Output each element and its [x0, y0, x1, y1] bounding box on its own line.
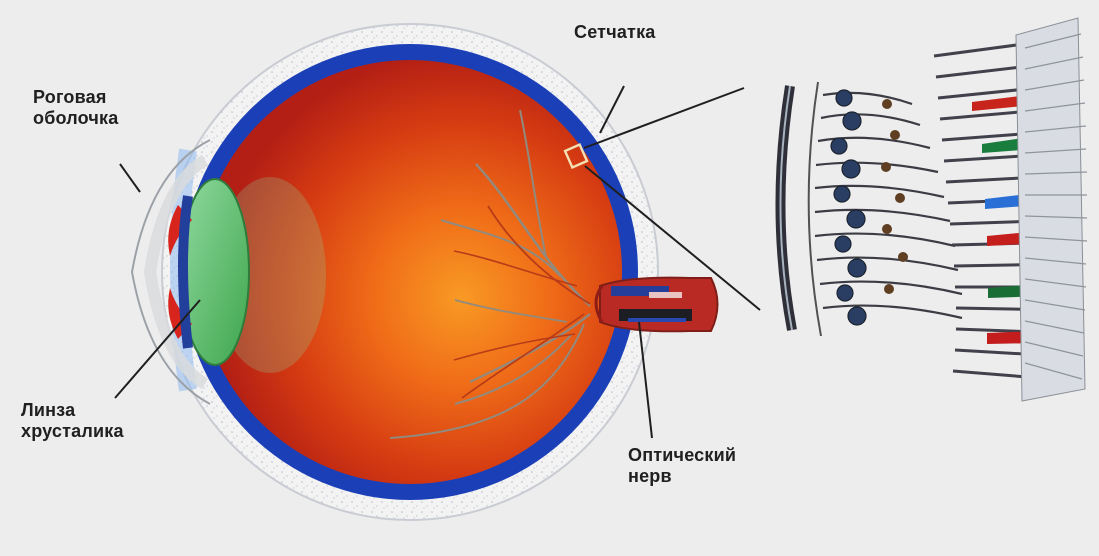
label-lens: Линза хрусталика [21, 400, 124, 441]
retina-cells-detail [775, 17, 1088, 402]
leader-lines [114, 163, 653, 439]
label-optic-nerve: Оптический нерв [628, 445, 736, 486]
label-optic-nerve-line1: Оптический [628, 445, 737, 465]
label-cornea-line2: оболочка [33, 107, 119, 128]
label-cornea: Роговая оболочка [33, 87, 118, 128]
retinal-vessels [389, 109, 591, 439]
label-cornea-line1: Роговая [33, 87, 107, 107]
lens-structure [168, 178, 250, 366]
optic-nerve [594, 276, 719, 333]
label-retina: Сетчатка [574, 22, 655, 43]
label-retina-text: Сетчатка [574, 22, 656, 42]
cornea-layer [130, 139, 211, 405]
retina-highlight [563, 85, 761, 311]
label-lens-line2: хрусталика [21, 420, 124, 441]
label-lens-line1: Линза [21, 400, 76, 420]
label-optic-nerve-line2: нерв [628, 465, 672, 486]
eye-body [161, 23, 659, 521]
